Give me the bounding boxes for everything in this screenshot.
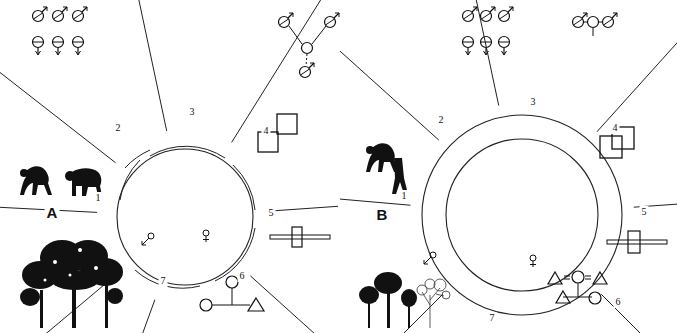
panel-letter: B — [375, 206, 390, 223]
sector-divider — [597, 0, 677, 132]
callout-number: 2 — [437, 114, 446, 126]
sector-divider — [131, 0, 167, 131]
callout-number: 5 — [267, 207, 276, 219]
sector-divider — [340, 189, 410, 205]
sector-divider — [0, 57, 116, 163]
callout-number: 3 — [188, 106, 197, 118]
sector-divider — [232, 0, 323, 142]
callout-number: 4 — [611, 122, 620, 134]
callout-number: 7 — [488, 312, 497, 324]
callout-number: 1 — [94, 192, 103, 204]
callout-number: 7 — [159, 275, 168, 287]
sector-divider — [250, 276, 338, 333]
sector-divider — [460, 0, 499, 105]
sector-divider — [601, 294, 677, 333]
callout-number: 1 — [400, 190, 409, 202]
panel-letter: A — [45, 204, 60, 221]
callout-number: 4 — [262, 125, 271, 137]
sector-divider — [96, 300, 155, 333]
callout-number: 6 — [238, 270, 247, 282]
callout-number: 5 — [640, 206, 649, 218]
callout-number: 3 — [529, 96, 538, 108]
callout-number: 6 — [614, 296, 623, 308]
callout-number: 2 — [114, 122, 123, 134]
sector-divider — [273, 199, 338, 211]
sector-divider — [340, 14, 439, 140]
